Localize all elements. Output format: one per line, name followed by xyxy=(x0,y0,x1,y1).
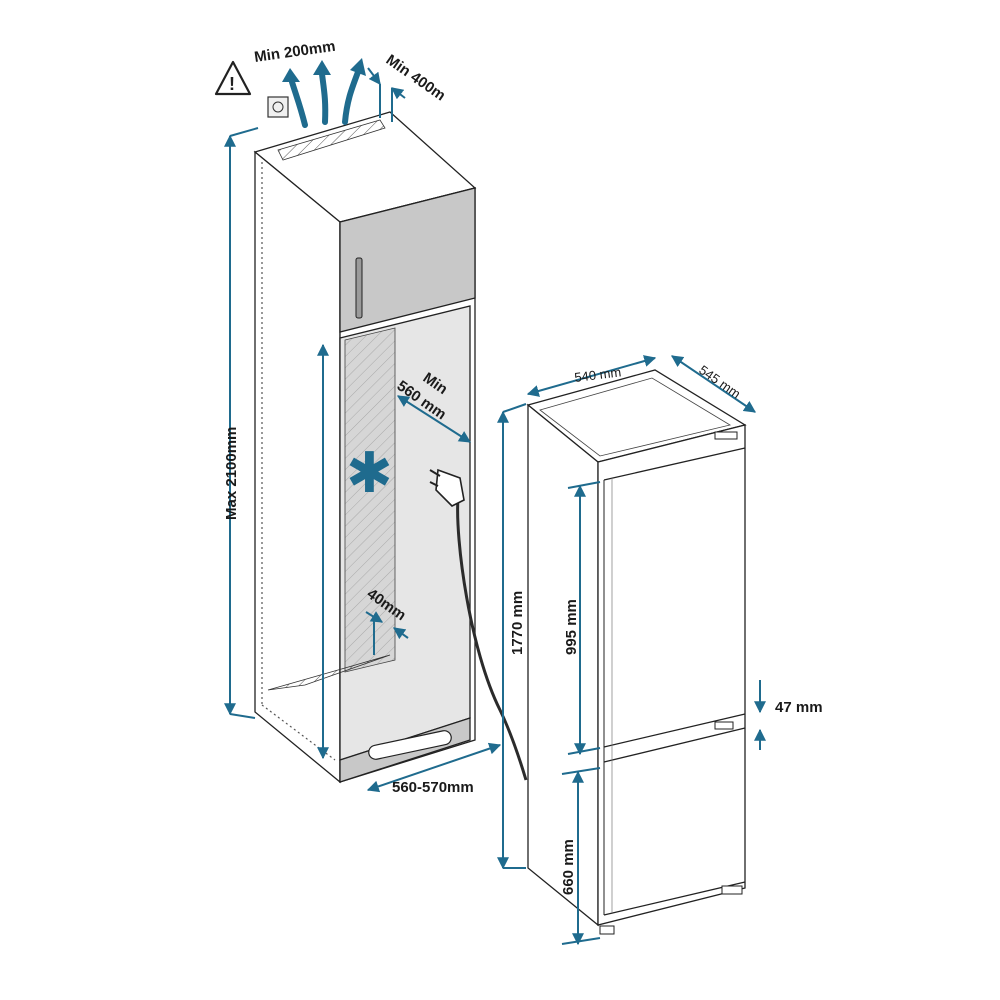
unit-height-label: 1770 mm xyxy=(509,591,526,655)
fridge-door-label: 995 mm xyxy=(563,599,580,655)
niche-width-label: 560-570mm xyxy=(392,779,474,796)
max-2100mm-label: Max 2100mm xyxy=(223,427,240,520)
power-socket-icon xyxy=(267,96,289,118)
unit-depth-label: 545 mm xyxy=(696,362,743,401)
min-200mm-label: Min 200mm xyxy=(253,38,336,66)
dimension-lines xyxy=(224,67,766,946)
door-gap-label: 47 mm xyxy=(775,699,823,716)
air-flow-arrows-icon xyxy=(282,58,366,128)
snowflake-icon: ✱ xyxy=(346,441,393,506)
freezer-door-label: 660 mm xyxy=(560,839,577,895)
plug-icon xyxy=(429,468,528,781)
warning-icon: ! xyxy=(214,60,252,96)
unit-width-label: 540 mm xyxy=(574,364,622,385)
svg-text:!: ! xyxy=(229,74,235,94)
